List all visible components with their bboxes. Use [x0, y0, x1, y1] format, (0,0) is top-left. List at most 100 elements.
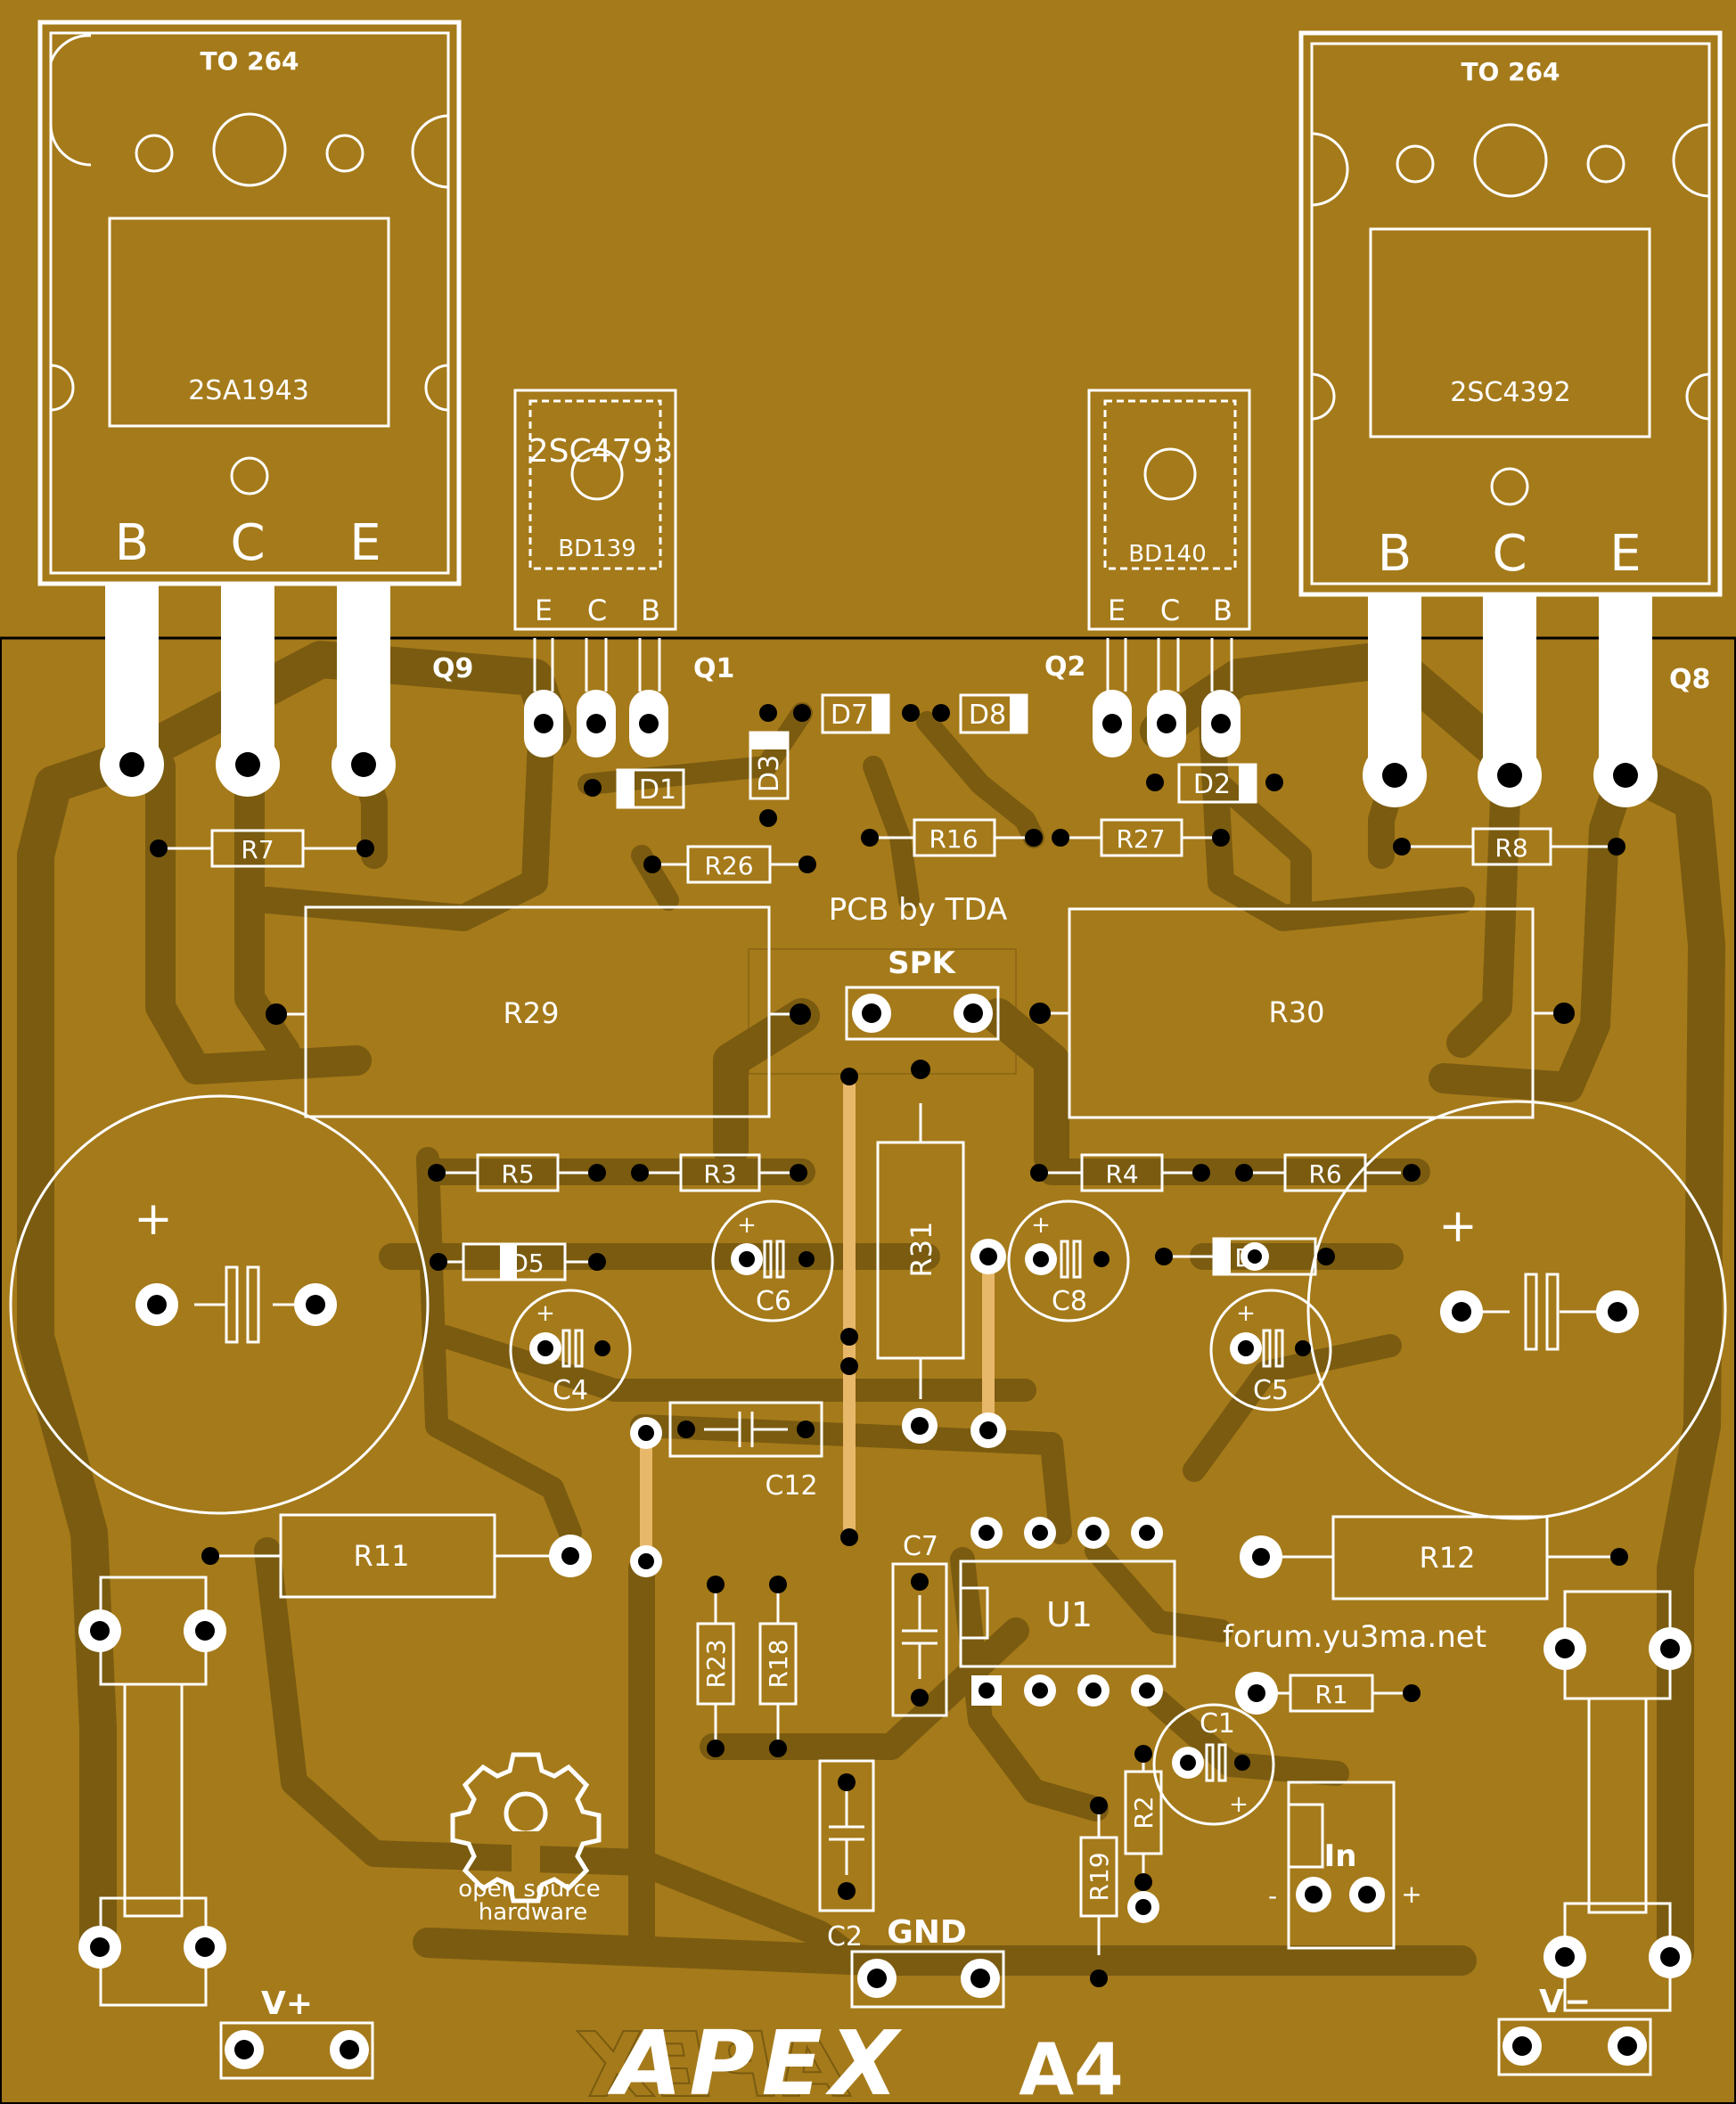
overlay-part-number: 2SC4793 — [528, 433, 674, 470]
pin-label-c: C — [230, 514, 265, 572]
fuse-holder-right — [1544, 1590, 1691, 2012]
driver-transistor-left: 2SC4793 BD139 E C B — [513, 389, 677, 757]
ref-q1: Q1 — [693, 653, 734, 684]
resistor-r2: R2 — [1124, 1745, 1163, 1891]
capacitor-c8: + C8 — [1007, 1199, 1130, 1322]
capacitor-c4: + C4 — [509, 1289, 632, 1412]
diode-d1: D1 — [584, 768, 685, 809]
pin-label-b: B — [1213, 594, 1232, 627]
ic-u1: U1 — [959, 1517, 1176, 1707]
svg-text:R8: R8 — [1494, 833, 1527, 863]
apex-logo-mirror: APEX — [577, 2013, 851, 2104]
diode-d2: D2 — [1146, 763, 1283, 804]
pin-label-e: E — [349, 514, 381, 572]
diode-d3: D3 — [749, 731, 790, 827]
forum-url: forum.yu3ma.net — [1223, 1619, 1486, 1655]
svg-text:R12: R12 — [1420, 1541, 1476, 1575]
svg-text:R7: R7 — [241, 835, 274, 864]
jumpers — [640, 1070, 995, 1568]
ref-q9: Q9 — [432, 653, 473, 684]
capacitor-c6: + C6 — [711, 1199, 834, 1322]
power-transistor-right: TO 264 2SC4392 B C E — [1298, 30, 1723, 807]
svg-text:R4: R4 — [1105, 1159, 1138, 1189]
capacitor-large-right: + — [1306, 1100, 1727, 1520]
svg-text:D3: D3 — [754, 755, 785, 792]
svg-text:GND: GND — [887, 1914, 967, 1951]
svg-text:D5: D5 — [509, 1248, 544, 1278]
part-number: BD140 — [1128, 541, 1206, 568]
svg-text:R27: R27 — [1116, 824, 1165, 854]
apex-logo: APEX APEX A4 — [576, 2011, 1124, 2104]
apex-logo-text: APEX — [607, 2011, 905, 2104]
pin-label-e: E — [1108, 594, 1126, 627]
svg-text:C12: C12 — [765, 1470, 817, 1502]
diode-d8: D8 — [932, 693, 1028, 734]
resistor-r16: R16 — [861, 818, 1043, 857]
pin-label-c: C — [587, 594, 607, 627]
resistor-r19: R19 — [1079, 1797, 1118, 1987]
pin-label-b: B — [115, 514, 149, 572]
svg-text:+: + — [1401, 1879, 1421, 1909]
resistor-r26: R26 — [643, 845, 816, 884]
svg-text:R11: R11 — [354, 1539, 410, 1573]
svg-text:D7: D7 — [831, 700, 868, 731]
polarity-plus: + — [134, 1192, 173, 1246]
capacitor-c2: C2 — [818, 1759, 875, 1953]
pin-label-e: E — [535, 594, 553, 627]
svg-text:C5: C5 — [1253, 1375, 1289, 1406]
pin-label-e: E — [1609, 525, 1641, 583]
copper-layer — [17, 641, 1725, 1976]
capacitor-c1: + C1 — [1152, 1703, 1275, 1826]
resistor-r3: R3 — [631, 1153, 807, 1192]
resistor-r8: R8 — [1393, 827, 1625, 866]
package-label: TO 264 — [1461, 57, 1560, 86]
capacitor-c7: C7 — [891, 1531, 948, 1717]
gear-icon — [450, 1752, 602, 1903]
ref-q2: Q2 — [1044, 651, 1085, 683]
resistor-r6: R6 — [1235, 1153, 1421, 1192]
svg-text:+: + — [1031, 1212, 1051, 1239]
driver-transistor-right: BD140 E C B — [1087, 389, 1251, 757]
svg-text:C2: C2 — [827, 1921, 863, 1953]
capacitor-c12: C12 — [668, 1401, 823, 1502]
svg-text:+: + — [536, 1300, 555, 1327]
capacitor-c5: + C5 — [1209, 1289, 1332, 1412]
connector-spk: SPK — [845, 946, 1000, 1041]
svg-text:C8: C8 — [1052, 1286, 1087, 1317]
svg-text:R1: R1 — [1314, 1680, 1347, 1709]
resistor-r4: R4 — [1030, 1153, 1210, 1192]
oshw-logo: open source hardware — [450, 1752, 602, 1926]
resistor-r27: R27 — [1052, 818, 1230, 857]
svg-text:R3: R3 — [703, 1159, 736, 1189]
svg-text:D2: D2 — [1193, 769, 1231, 800]
svg-text:+: + — [1229, 1791, 1249, 1818]
svg-text:+: + — [737, 1212, 757, 1239]
svg-text:D8: D8 — [969, 700, 1006, 731]
resistor-r29: R29 — [266, 905, 811, 1118]
polarity-plus: + — [1438, 1199, 1478, 1253]
svg-text:open source: open source — [458, 1876, 601, 1903]
svg-text:R2: R2 — [1129, 1796, 1159, 1829]
svg-text:U1: U1 — [1046, 1595, 1093, 1634]
svg-text:R26: R26 — [704, 851, 753, 880]
connector-gnd: GND — [850, 1914, 1005, 2009]
svg-text:R29: R29 — [504, 996, 560, 1030]
svg-text:R18: R18 — [764, 1639, 793, 1688]
resistor-r1: R1 — [1235, 1672, 1421, 1715]
svg-text:SPK: SPK — [888, 946, 956, 981]
part-number: 2SC4392 — [1450, 377, 1570, 408]
svg-text:R6: R6 — [1308, 1159, 1341, 1189]
resistor-r12: R12 — [1240, 1515, 1628, 1601]
svg-text:R5: R5 — [501, 1159, 534, 1189]
svg-text:hardware: hardware — [479, 1899, 587, 1926]
pin-label-c: C — [1492, 525, 1527, 583]
ref-q8: Q8 — [1669, 664, 1710, 695]
diode-d7: D7 — [759, 693, 920, 734]
connector-vplus: V+ — [219, 1985, 374, 2080]
svg-text:C6: C6 — [756, 1286, 791, 1317]
capacitor-large-left: + — [9, 1094, 430, 1515]
resistor-r7: R7 — [150, 829, 374, 868]
svg-text:R31: R31 — [905, 1222, 938, 1278]
resistor-r18: R18 — [758, 1576, 798, 1757]
pcb-credit: PCB by TDA — [829, 892, 1008, 928]
